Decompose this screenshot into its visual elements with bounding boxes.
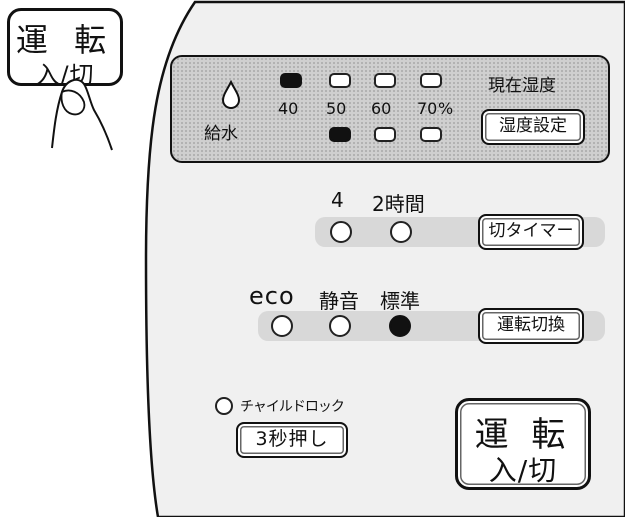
set-led-60 <box>374 127 396 142</box>
current-led-70 <box>420 73 442 88</box>
timer-option-4h: 4 <box>331 188 344 212</box>
level-label-70: 70 <box>417 99 438 118</box>
level-label-60: 60 <box>371 99 392 118</box>
timer-2h-indicator <box>390 221 412 243</box>
timer-option-2h: 2時間 <box>372 192 425 216</box>
mode-option-quiet: 静音 <box>319 289 359 313</box>
percent-sign: % <box>438 99 454 118</box>
water-supply-label: 給水 <box>204 124 238 144</box>
power-button-line1: 運 転 <box>474 415 572 455</box>
humidity-display: 給水 40 50 60 70 % 現在湿度 湿度設定 <box>170 55 610 163</box>
humidity-setting-button[interactable]: 湿度設定 <box>481 109 585 145</box>
mode-option-eco: eco <box>249 282 295 310</box>
power-button-line2: 入/切 <box>488 454 558 487</box>
level-label-50: 50 <box>326 99 347 118</box>
current-led-40 <box>280 73 302 88</box>
timer-4h-indicator <box>330 221 352 243</box>
mode-eco-indicator <box>271 315 293 337</box>
set-led-70 <box>420 127 442 142</box>
set-led-50 <box>329 127 351 142</box>
current-led-60 <box>374 73 396 88</box>
mode-quiet-indicator <box>329 315 351 337</box>
off-timer-button[interactable]: 切タイマー <box>478 214 584 250</box>
child-lock-indicator <box>215 397 233 415</box>
water-drop-icon <box>221 80 241 110</box>
pressing-hand-icon <box>51 78 113 151</box>
power-button[interactable]: 運 転 入/切 <box>455 398 591 490</box>
mode-option-standard: 標準 <box>380 289 420 313</box>
child-lock-label: チャイルドロック <box>240 399 345 415</box>
current-led-50 <box>329 73 351 88</box>
illustration-key-line1: 運 転 <box>15 21 115 59</box>
mode-switch-button[interactable]: 運転切換 <box>478 308 584 344</box>
child-lock-button[interactable]: 3秒押し <box>236 422 348 458</box>
level-label-40: 40 <box>278 99 299 118</box>
current-humidity-label: 現在湿度 <box>488 76 556 96</box>
mode-standard-indicator <box>389 315 411 337</box>
